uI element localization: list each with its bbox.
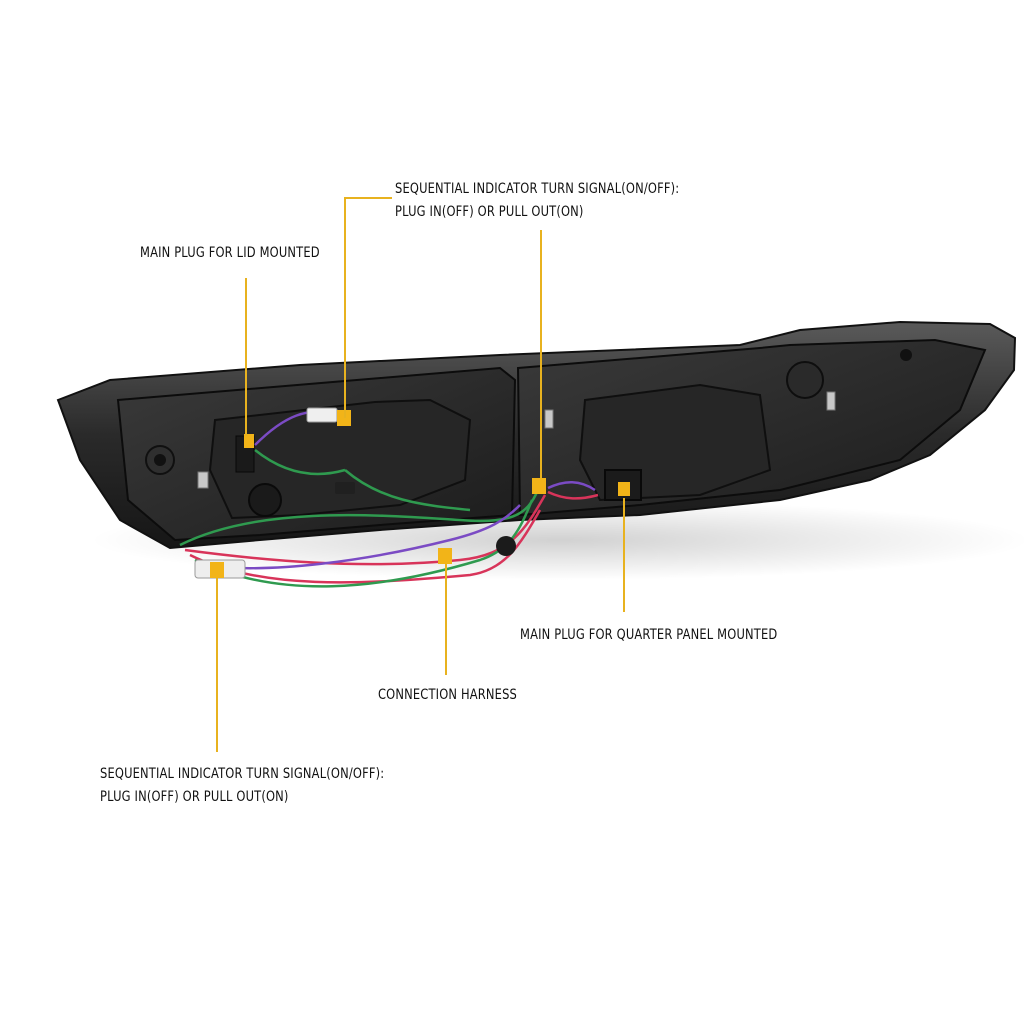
callout-seq-top: SEQUENTIAL INDICATOR TURN SIGNAL(ON/OFF)… [395,178,679,224]
wiring-harness [179,410,599,588]
socket-right [786,361,824,399]
stud-left [197,471,209,489]
seq-plug-right-marker [532,478,546,494]
harness-marker [438,548,452,564]
stud-right [826,391,836,411]
callout-harness: CONNECTION HARNESS [378,684,517,707]
callout-lid-plug: MAIN PLUG FOR LID MOUNTED [140,242,320,265]
grommet [496,536,516,556]
seq-plug-top-left-housing [306,407,338,423]
callout-quarter-plug-line1: MAIN PLUG FOR QUARTER PANEL MOUNTED [520,627,778,643]
mount-hole-right [900,349,912,361]
callout-harness-line1: CONNECTION HARNESS [378,687,518,703]
leader-seq-top [344,197,392,418]
inline-connector [335,482,355,494]
callout-seq-top-line1: SEQUENTIAL INDICATOR TURN SIGNAL(ON/OFF)… [395,181,680,197]
seq-plug-bottom-marker [210,562,224,578]
callout-seq-bottom-line2: PLUG IN(OFF) OR PULL OUT(ON) [100,789,289,805]
mount-hole-left-inner [154,454,166,466]
socket-left [248,483,282,517]
callout-lid-plug-line1: MAIN PLUG FOR LID MOUNTED [140,245,320,261]
lid-plug-marker [244,434,254,448]
callout-seq-bottom-line1: SEQUENTIAL INDICATOR TURN SIGNAL(ON/OFF)… [100,766,385,782]
leader-lines [216,197,625,752]
callout-seq-bottom: SEQUENTIAL INDICATOR TURN SIGNAL(ON/OFF)… [100,763,384,809]
quarter-plug-marker [618,482,630,496]
callout-quarter-plug: MAIN PLUG FOR QUARTER PANEL MOUNTED [520,624,777,647]
stud-center [544,409,554,429]
callout-seq-top-line2: PLUG IN(OFF) OR PULL OUT(ON) [395,204,584,220]
